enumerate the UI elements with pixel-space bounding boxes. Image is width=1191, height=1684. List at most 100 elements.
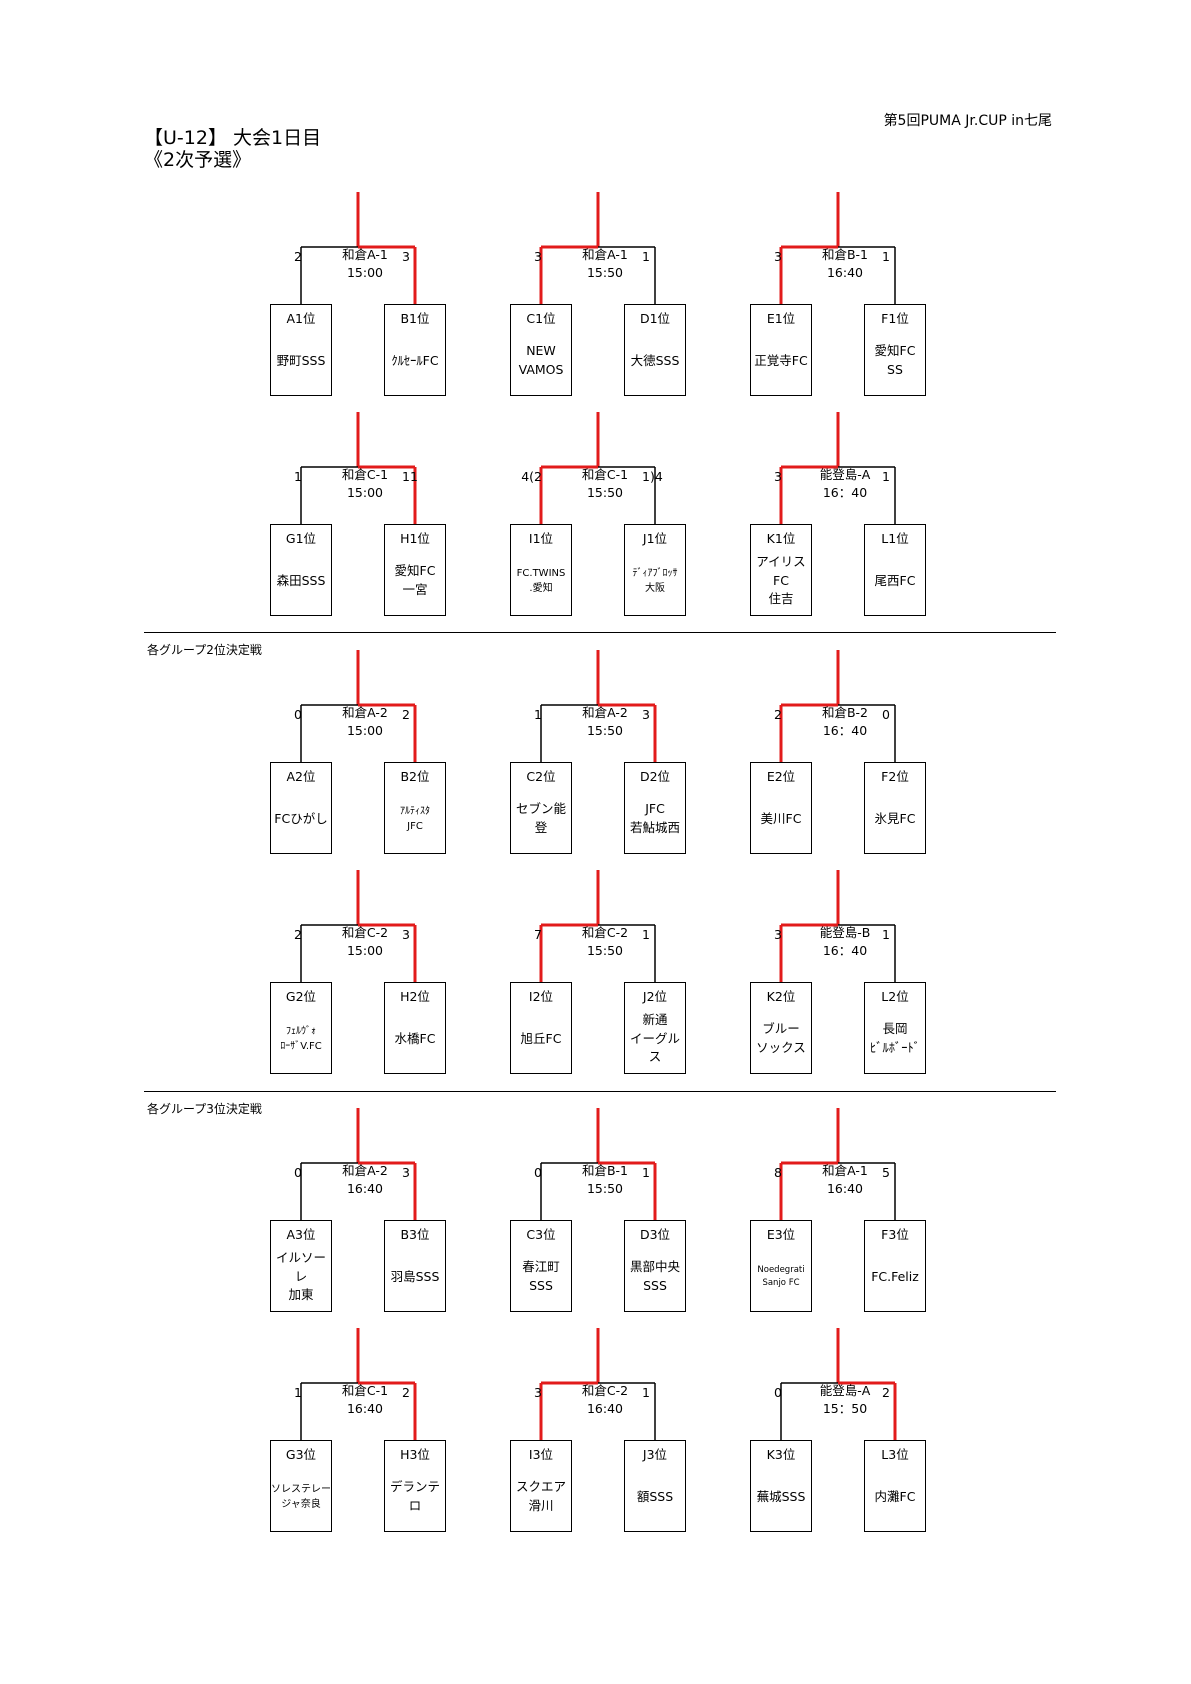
team-name: ソレステレー ジャ奈良	[271, 1484, 331, 1510]
group-rank: I3位	[528, 1447, 554, 1462]
match-time: 16:40	[826, 1181, 864, 1196]
team-name: ﾃﾞｨｱﾌﾞﾛｯｻ 大阪	[632, 568, 678, 594]
right-team-box: F2位氷見FC	[864, 762, 926, 854]
left-score: 0	[294, 707, 302, 722]
team-name: 愛知FC 一宮	[394, 563, 436, 597]
match-time: 15:50	[586, 943, 624, 958]
bracket-lines	[539, 1328, 656, 1440]
team-name: アイリスFC 住吉	[756, 553, 806, 607]
right-team-box: D3位黒部中央 SSS	[624, 1220, 686, 1312]
team-name: 春江町 SSS	[522, 1259, 560, 1293]
group-rank: G3位	[285, 1447, 317, 1462]
group-rank: E1位	[766, 311, 796, 326]
right-team-box: B1位ｸﾙｾｰﾙFC	[384, 304, 446, 396]
group-rank: K3位	[766, 1447, 796, 1462]
group-rank: F3位	[881, 1227, 909, 1242]
match-time: 15：50	[822, 1401, 868, 1416]
left-score: 3	[774, 927, 782, 942]
team-name: NEW VAMOS	[518, 343, 564, 377]
divider	[144, 632, 1056, 633]
right-team-box: H1位愛知FC 一宮	[384, 524, 446, 616]
match-time: 16:40	[346, 1401, 384, 1416]
match-time: 15:00	[346, 943, 384, 958]
group-rank: C3位	[526, 1227, 556, 1242]
match-venue: 和倉A-2	[582, 705, 628, 720]
team-name: FCひがし	[274, 810, 328, 826]
bracket-lines	[779, 192, 896, 304]
right-score: 3	[402, 249, 410, 264]
right-score: 1)4	[642, 469, 663, 484]
team-name: 尾西FC	[874, 572, 916, 588]
right-team-box: B2位ｱﾙﾃｨｽﾀ JFC	[384, 762, 446, 854]
right-team-box: B3位羽島SSS	[384, 1220, 446, 1312]
match-venue: 和倉C-1	[341, 467, 389, 482]
match-venue: 和倉B-2	[821, 705, 869, 720]
group-rank: C1位	[526, 311, 556, 326]
right-team-box: F1位愛知FC SS	[864, 304, 926, 396]
title-line-2: 《2次予選》	[144, 148, 252, 171]
team-name: 大徳SSS	[630, 352, 680, 368]
left-team-box: G2位ﾌｪﾙｳﾞｫ ﾛｰｻﾞV.FC	[270, 982, 332, 1074]
left-team-box: K2位ブルー ソックス	[750, 982, 812, 1074]
right-team-box: J2位新通 イーグルス	[624, 982, 686, 1074]
section-label: 各グループ2位決定戦	[147, 643, 262, 657]
group-rank: L3位	[881, 1447, 909, 1462]
match-time: 16:40	[826, 265, 864, 280]
section-label: 各グループ3位決定戦	[147, 1102, 262, 1116]
match-time: 15:00	[346, 723, 384, 738]
bracket-lines	[539, 412, 656, 524]
match-time: 15:00	[346, 265, 384, 280]
right-score: 2	[882, 1385, 890, 1400]
right-score: 3	[402, 1165, 410, 1180]
bracket-lines	[300, 870, 417, 982]
right-score: 1	[882, 249, 890, 264]
left-score: 8	[774, 1165, 782, 1180]
group-rank: F2位	[881, 769, 909, 784]
right-score: 0	[882, 707, 890, 722]
group-rank: D2位	[639, 769, 671, 784]
group-rank: L2位	[881, 989, 909, 1004]
left-score: 1	[294, 469, 302, 484]
group-rank: H2位	[400, 989, 430, 1004]
team-name: スクエア 滑川	[515, 1479, 566, 1513]
team-name: 美川FC	[760, 810, 802, 826]
group-rank: I2位	[528, 989, 554, 1004]
left-team-box: A3位イルソーレ 加東	[270, 1220, 332, 1312]
group-rank: H1位	[400, 531, 430, 546]
left-team-box: C3位春江町 SSS	[510, 1220, 572, 1312]
group-rank: J1位	[642, 531, 668, 546]
team-name: 新通 イーグルス	[629, 1011, 680, 1065]
match-time: 15:50	[586, 723, 624, 738]
right-team-box: H3位デランテロ	[384, 1440, 446, 1532]
match-time: 16：40	[822, 485, 868, 500]
group-rank: B3位	[400, 1227, 430, 1242]
right-score: 2	[402, 1385, 410, 1400]
team-name: JFC 若鮎城西	[629, 801, 680, 835]
left-score: 2	[774, 707, 782, 722]
team-name: 水橋FC	[394, 1030, 436, 1046]
left-team-box: I2位旭丘FC	[510, 982, 572, 1074]
right-score: 1	[882, 469, 890, 484]
right-team-box: D1位大徳SSS	[624, 304, 686, 396]
match-time: 16：40	[822, 723, 868, 738]
right-score: 1	[642, 1165, 650, 1180]
match-time: 16:40	[586, 1401, 624, 1416]
group-rank: C2位	[526, 769, 556, 784]
divider	[144, 1091, 1056, 1092]
bracket-lines	[539, 870, 656, 982]
team-name: 内灘FC	[874, 1488, 916, 1504]
left-team-box: I3位スクエア 滑川	[510, 1440, 572, 1532]
page-title: 【U-12】 大会1日目 《2次予選》	[144, 127, 321, 172]
